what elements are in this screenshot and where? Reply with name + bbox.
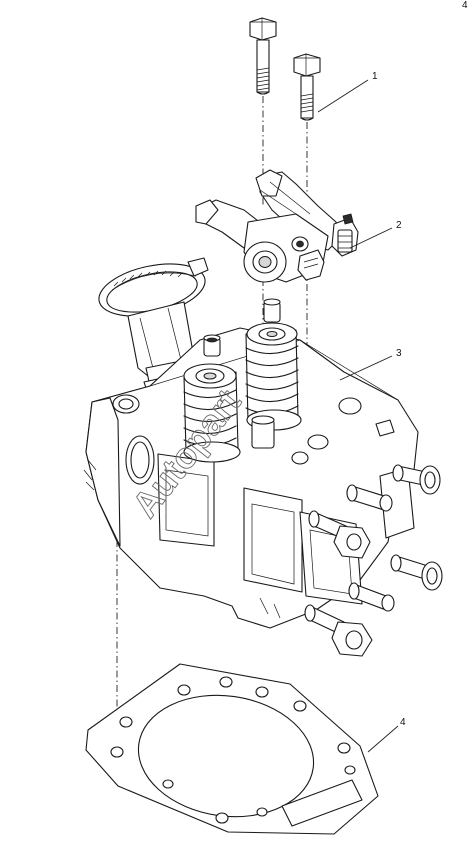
callout-label-4: 4	[400, 717, 406, 728]
stud-nut-center	[308, 510, 371, 559]
rocker-arm-assembly	[195, 169, 359, 283]
valve-caps	[203, 298, 281, 449]
cylinder-head	[83, 327, 419, 629]
bolt-left	[249, 17, 277, 95]
stud-nut-bottom	[304, 604, 373, 657]
callout-label-3: 3	[396, 348, 402, 359]
leader-line-1	[317, 79, 369, 113]
callout-label-2: 2	[396, 220, 402, 231]
leader-line-4	[367, 725, 399, 753]
stud-mid-right	[346, 484, 393, 512]
page-mark: 4	[462, 0, 468, 11]
valve-spring-front	[183, 363, 241, 463]
callout-label-1: 1	[372, 71, 378, 82]
stud-upper-right	[392, 464, 441, 495]
valve-spring-rear	[245, 322, 302, 431]
leader-line-2	[349, 227, 393, 249]
head-gasket	[85, 663, 379, 835]
stud-lower-right	[390, 554, 443, 591]
stud-lower-mid	[348, 582, 395, 612]
leader-line-3	[339, 355, 393, 381]
bolt-right	[293, 53, 321, 121]
